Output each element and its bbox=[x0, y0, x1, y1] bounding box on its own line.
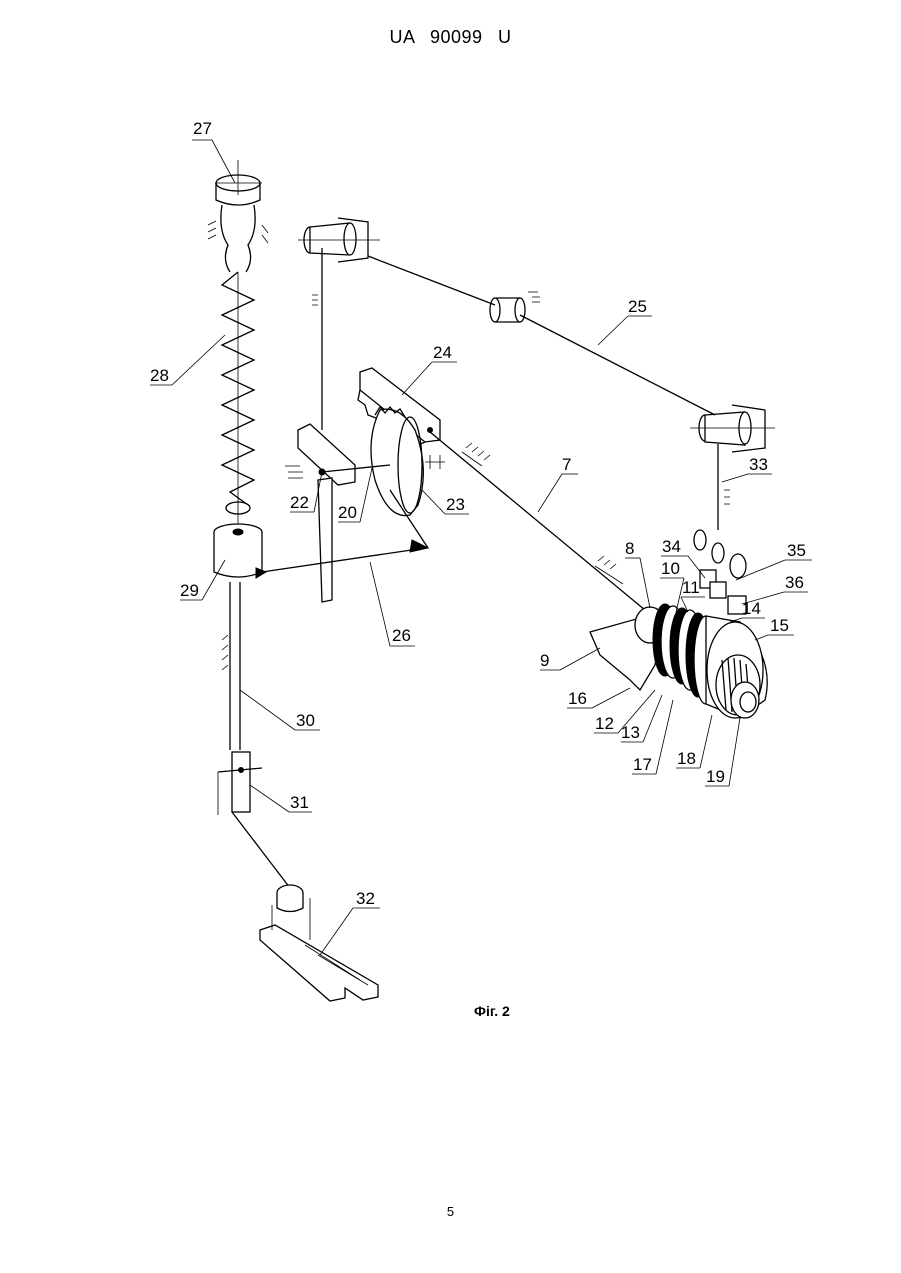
label-20: 20 bbox=[338, 503, 357, 522]
page-number: 5 bbox=[0, 1204, 901, 1219]
drum-assembly bbox=[590, 444, 767, 718]
label-18: 18 bbox=[677, 749, 696, 768]
label-7: 7 bbox=[562, 455, 571, 474]
label-9: 9 bbox=[540, 651, 549, 670]
block-29 bbox=[214, 524, 262, 577]
label-10: 10 bbox=[661, 559, 680, 578]
label-34: 34 bbox=[662, 537, 681, 556]
label-12: 12 bbox=[595, 714, 614, 733]
label-29: 29 bbox=[180, 581, 199, 600]
knob-27 bbox=[208, 160, 268, 272]
label-25: 25 bbox=[628, 297, 647, 316]
label-14: 14 bbox=[742, 599, 761, 618]
label-13: 13 bbox=[621, 723, 640, 742]
label-17: 17 bbox=[633, 755, 652, 774]
label-19: 19 bbox=[706, 767, 725, 786]
label-22: 22 bbox=[290, 493, 309, 512]
figure-caption: Фіг. 2 bbox=[474, 1003, 510, 1019]
label-15: 15 bbox=[770, 616, 789, 635]
label-31: 31 bbox=[290, 793, 309, 812]
gear-23 bbox=[371, 407, 423, 516]
label-28: 28 bbox=[150, 366, 169, 385]
label-23: 23 bbox=[446, 495, 465, 514]
label-30: 30 bbox=[296, 711, 315, 730]
label-32: 32 bbox=[356, 889, 375, 908]
label-27: 27 bbox=[193, 119, 212, 138]
label-35: 35 bbox=[787, 541, 806, 560]
label-26: 26 bbox=[392, 626, 411, 645]
label-11: 11 bbox=[682, 578, 700, 597]
upper-rollers bbox=[298, 218, 775, 452]
label-16: 16 bbox=[568, 689, 587, 708]
label-33: 33 bbox=[749, 455, 768, 474]
label-8: 8 bbox=[625, 539, 634, 558]
label-24: 24 bbox=[433, 343, 452, 362]
label-36: 36 bbox=[785, 573, 804, 592]
clamp-31 bbox=[218, 752, 290, 888]
